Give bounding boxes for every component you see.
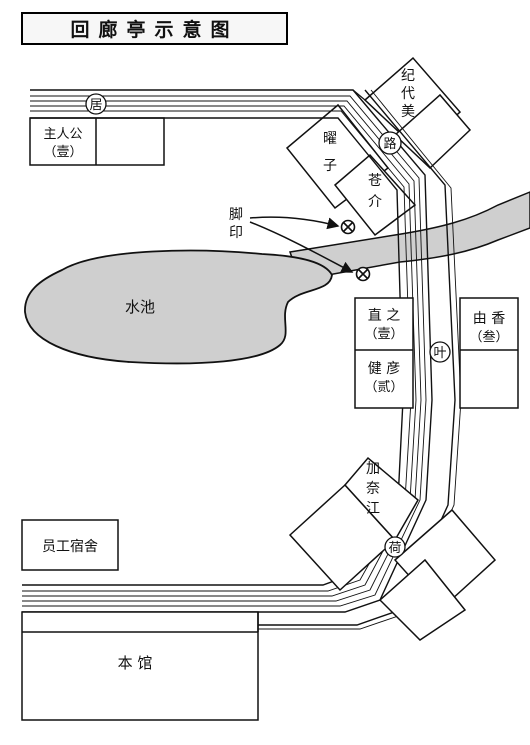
room-beside-jianajiang (344, 456, 419, 542)
footprint-arrow-1 (249, 216, 340, 230)
label-jidaimei-2: 代 (401, 86, 415, 102)
label-cangjie-1: 苍 (368, 173, 382, 189)
footprint-marker-2 (355, 266, 371, 282)
label-zhizhi-number: （壹） (364, 327, 403, 342)
label-zhurengong: 主人公 (43, 127, 82, 142)
footprint-arrow-2 (249, 221, 354, 273)
svg-text:路: 路 (383, 136, 396, 152)
label-jianajiang-3: 江 (366, 501, 380, 517)
label-pond: 水池 (125, 298, 155, 316)
staff-dormitory (21, 519, 119, 571)
stream (288, 191, 530, 281)
room-beside-jidaimei (393, 93, 472, 170)
marker-he: 荷 (384, 536, 406, 558)
label-youxiang: 由 香 (473, 311, 505, 327)
room-block-zhizhi-jianyan (354, 297, 414, 409)
label-yaozi-2: 子 (323, 158, 337, 174)
label-jianyan-number: （贰） (364, 379, 403, 395)
label-yaozi-1: 曜 (323, 131, 337, 147)
label-jianyan: 健 彦 (368, 361, 400, 377)
marker-ye: 叶 (429, 341, 451, 363)
corridor (22, 89, 462, 630)
label-staff-dormitory: 员工宿舍 (42, 538, 98, 555)
footprint-marker-1 (340, 219, 356, 235)
label-cangjie-2: 介 (368, 194, 382, 210)
label-jianajiang-1: 加 (366, 461, 380, 477)
room-lower-right-2 (378, 558, 467, 641)
label-jidaimei-1: 纪 (401, 68, 415, 84)
pond (24, 249, 333, 365)
label-jidaimei-3: 美 (401, 104, 415, 120)
label-zhurengong-number: （壹） (43, 145, 82, 160)
svg-text:居: 居 (89, 98, 102, 113)
label-zhizhi: 直 之 (368, 307, 400, 324)
marker-lu: 路 (378, 131, 402, 155)
marker-ju: 居 (85, 93, 107, 115)
label-jianajiang-2: 奈 (366, 481, 380, 497)
label-footprints-1: 脚 (229, 207, 243, 223)
svg-text:荷: 荷 (388, 541, 401, 556)
label-youxiang-number: （叁） (469, 329, 508, 345)
svg-text:叶: 叶 (433, 346, 446, 361)
label-footprints-2: 印 (229, 225, 243, 241)
room-block-youxiang (459, 297, 519, 409)
label-main-hall: 本 馆 (118, 654, 153, 672)
page-title: 回廊亭示意图 (21, 12, 288, 45)
